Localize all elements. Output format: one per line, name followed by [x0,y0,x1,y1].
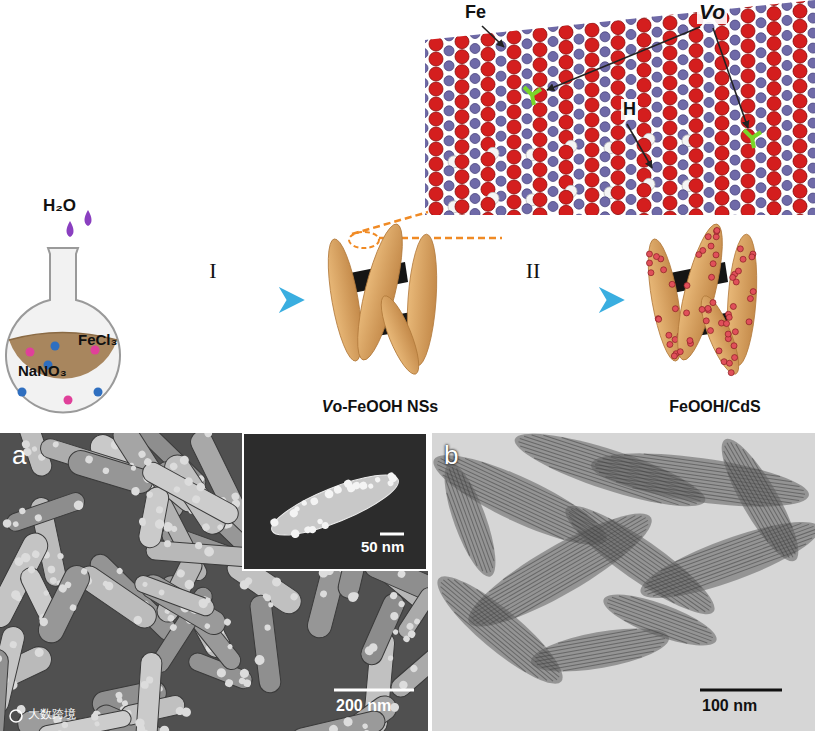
figure-node: b 100 nm [432,433,815,731]
figure-node: H₂O NaNO₃ FeCl₃ [5,190,140,425]
vacancy-mark [524,87,541,105]
process-arrow [142,295,284,305]
scale-bar [334,689,414,692]
sem-inset [243,433,428,570]
leader-line [482,26,504,47]
process-arrow [462,295,604,305]
node-text: NaNO₃ [18,362,67,379]
figure-node: Fe VoH [425,0,815,215]
watermark-logo [10,710,22,722]
scale-bar [380,533,404,536]
node-text: H [621,99,638,120]
node-text: FeCl₃ [78,331,117,348]
node-text: Fe [463,2,488,23]
feooh-cds-spindles [641,220,760,378]
figure-node: Vo-FeOOH NSs [300,220,460,425]
figure-node: FeOOH/CdS [620,220,810,425]
arrow-tail-stripe [465,295,467,305]
node-text: Vo-FeOOH NSs [322,398,438,416]
node-text: H₂O [43,196,76,216]
arrow-tail-stripe [150,295,152,305]
feooh-spindles [321,220,440,378]
arrow-tail-stripe [470,295,472,305]
step-label: I [209,258,216,283]
figure-node: a 200 nm 50 nm [0,433,428,731]
node-text: a [12,441,26,471]
figure-node: 50 nm [243,433,428,570]
step-label: II [526,258,541,283]
water-drop [67,221,74,237]
node-text: 50 nm [361,538,404,555]
leader-line [547,27,700,90]
node-text: Vo [697,0,727,24]
inset-border [243,433,427,570]
crystal-structure [403,0,815,283]
node-text: b [444,441,458,471]
node-text: 100 nm [702,697,757,715]
watermark: 大数跨境 [28,708,76,722]
vacancy-mark [744,130,761,148]
sem-image [0,433,428,731]
leader-line [627,124,652,168]
node-text: 200 nm [336,697,391,715]
flask [6,248,120,412]
arrow-tail-stripe [145,295,147,305]
tem-image [432,433,815,731]
water-drop [85,210,92,226]
scale-bar [700,689,782,692]
leader-line [713,28,748,128]
node-text: FeOOH/CdS [669,398,761,416]
